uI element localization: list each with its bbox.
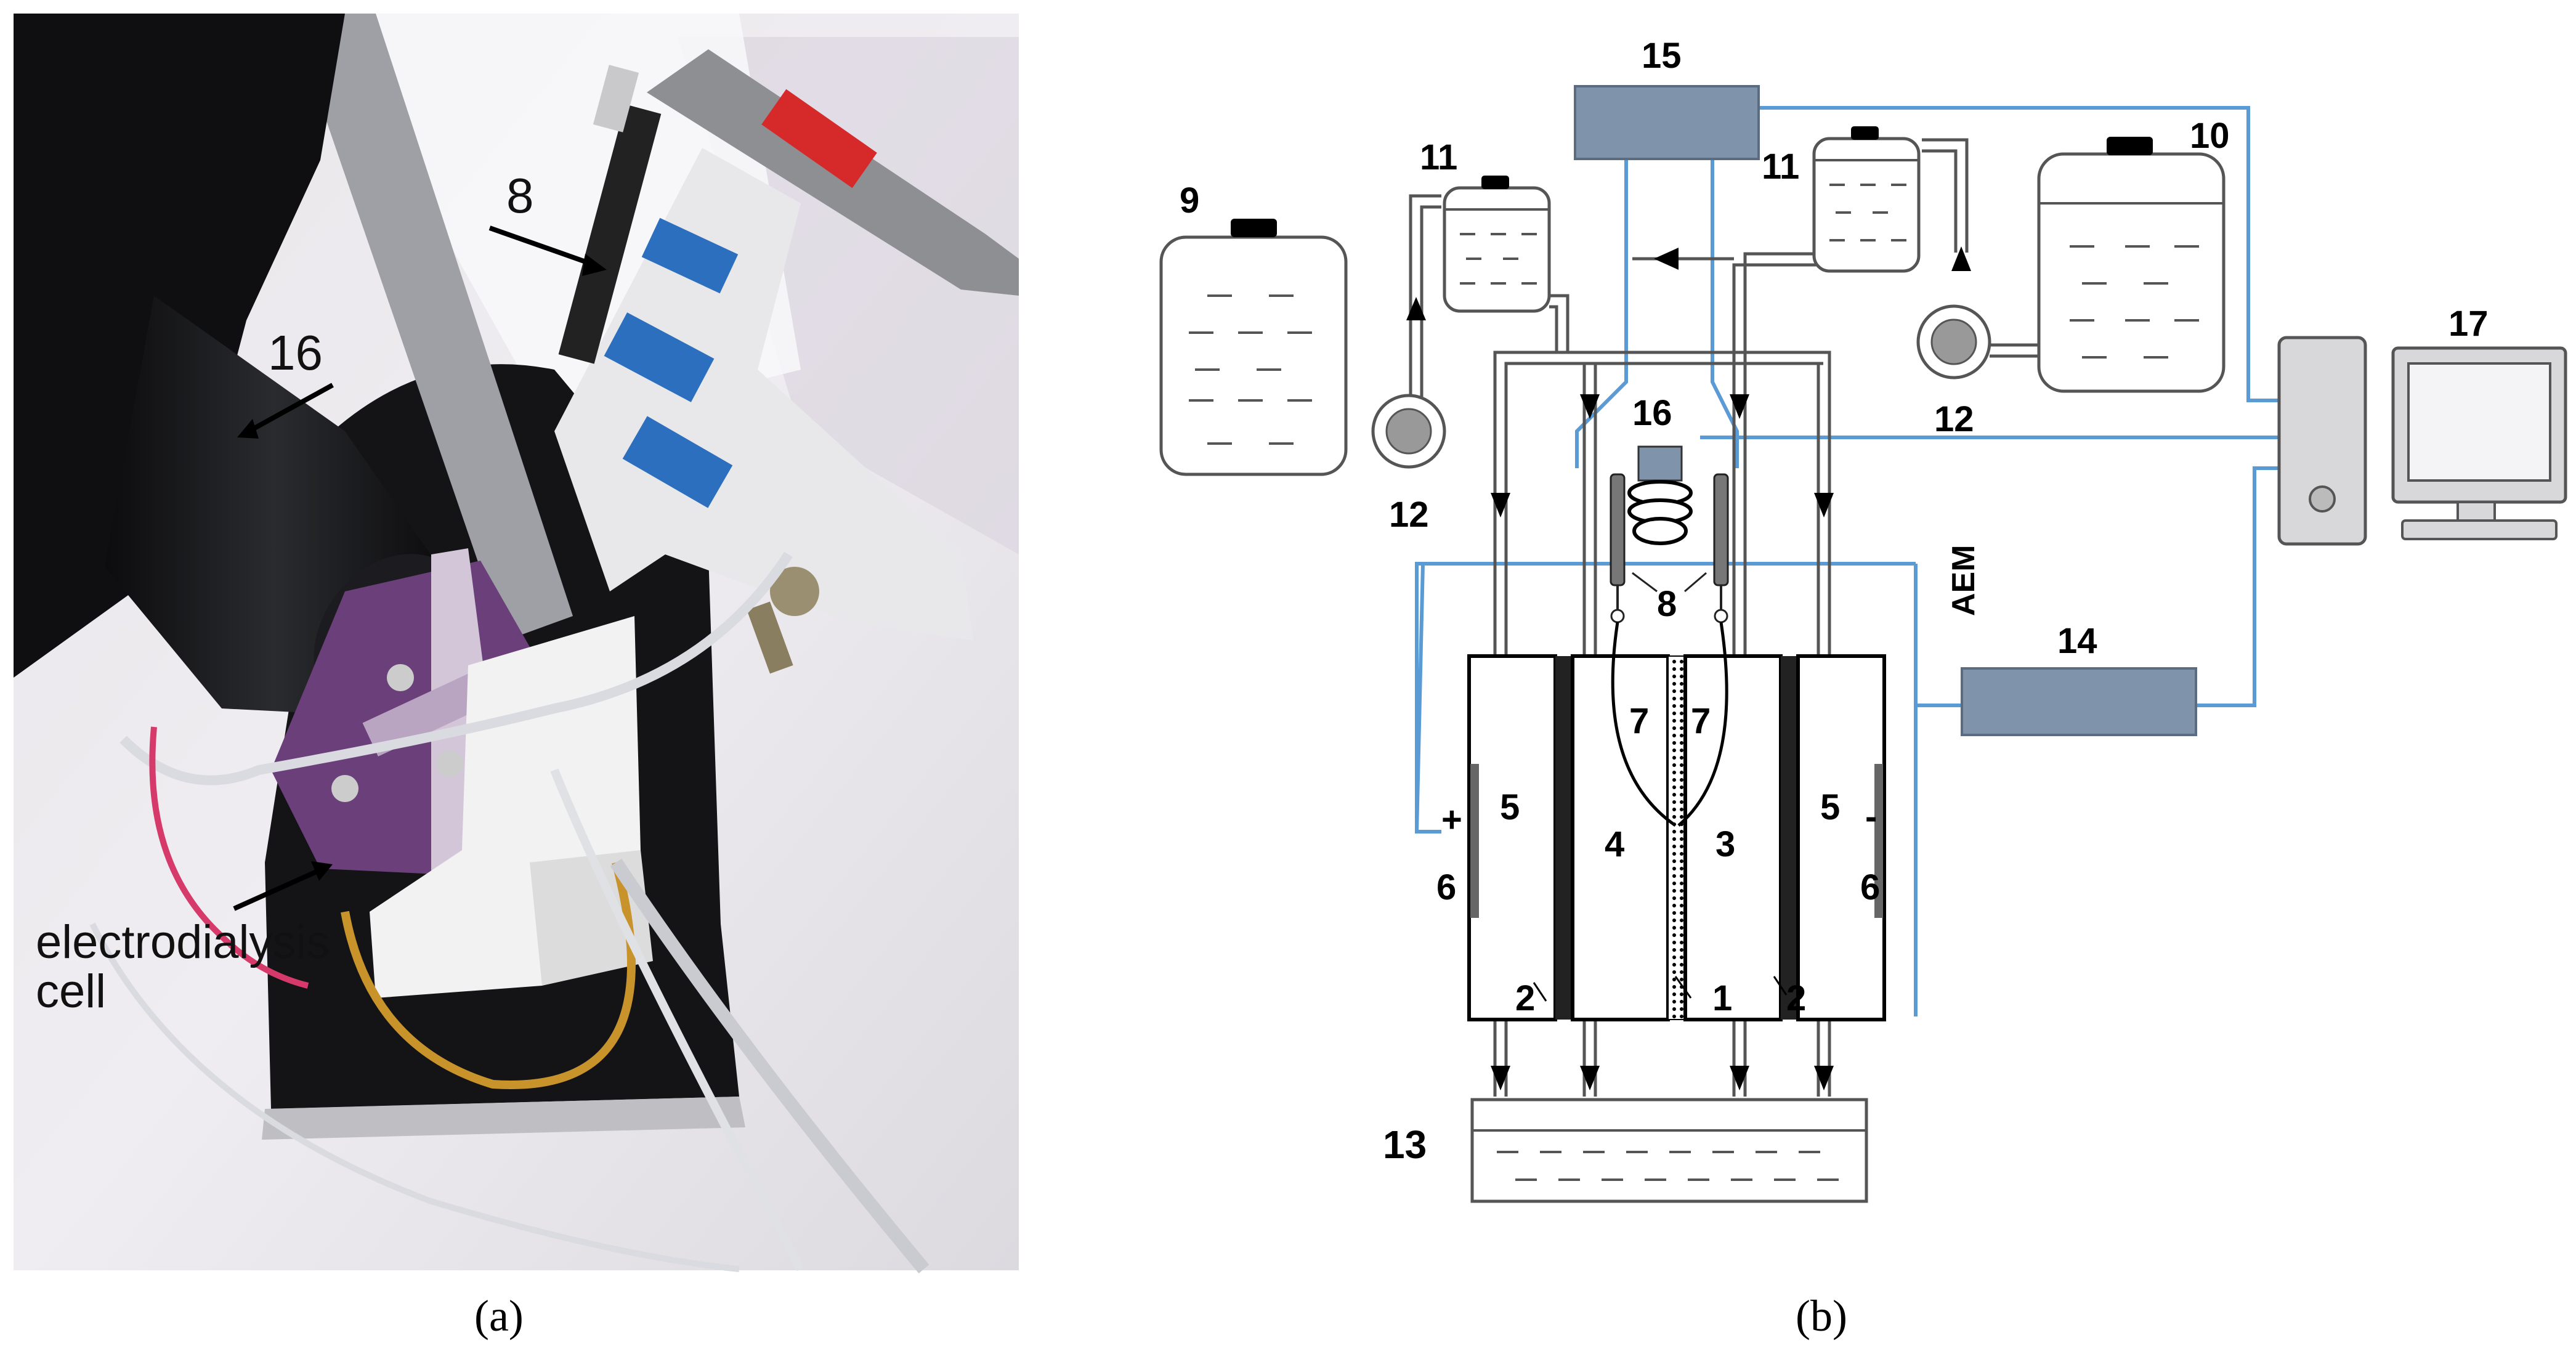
photo-arrow-8 xyxy=(488,225,596,267)
label-9: 9 xyxy=(1180,181,1199,221)
label-4: 4 xyxy=(1605,824,1624,864)
signal-wires xyxy=(1414,106,2279,1016)
plus-sign: + xyxy=(1441,800,1462,840)
electrode-6-right xyxy=(1874,764,1883,918)
membrane-label-aem: AEM xyxy=(1946,545,1982,616)
label-12-left: 12 xyxy=(1389,495,1429,535)
photo-tray-rim xyxy=(262,1097,745,1140)
tank-9: 9 xyxy=(1159,181,1348,476)
membrane-1 xyxy=(1667,655,1686,1020)
electrodialysis-cell-schematic xyxy=(1467,622,1886,1021)
label-2-right: 2 xyxy=(1786,978,1806,1018)
label-10: 10 xyxy=(2190,116,2230,156)
photo-tubing xyxy=(119,551,793,785)
power-supply-box-14 xyxy=(1961,667,2197,736)
photo-label-8: 8 xyxy=(506,168,534,223)
pump-12-right: 12 xyxy=(1916,304,1991,439)
computer-17: 17 xyxy=(2277,304,2567,546)
photo-stand-pole xyxy=(290,14,573,641)
label-15: 15 xyxy=(1642,36,1682,76)
minus-sign: - xyxy=(1865,797,1877,837)
electrode-6-left xyxy=(1470,764,1479,918)
pump-12-left: 12 xyxy=(1371,394,1446,535)
label-16: 16 xyxy=(1632,393,1672,433)
panel-b-caption: (b) xyxy=(1796,1291,1847,1341)
label-13: 13 xyxy=(1383,1122,1427,1167)
label-1: 1 xyxy=(1712,978,1732,1018)
label-17: 17 xyxy=(2448,304,2489,344)
reservoir-11-right: 11 xyxy=(1762,126,1921,273)
schematic-panel-b: 15 14 xyxy=(1159,36,2567,1203)
membrane-2-left xyxy=(1555,656,1573,1020)
label-5-right: 5 xyxy=(1820,787,1840,827)
photo-label-16: 16 xyxy=(268,325,323,380)
camera-16: 16 xyxy=(1627,393,1693,545)
photo-label-cell: cell xyxy=(36,965,106,1018)
label-5-left: 5 xyxy=(1500,787,1520,827)
compartment-left xyxy=(1467,654,1557,1021)
label-2-left: 2 xyxy=(1515,978,1535,1018)
label-8: 8 xyxy=(1657,584,1677,624)
compartment-right xyxy=(1796,654,1886,1021)
photo-reference-electrode xyxy=(558,65,662,364)
flow-arrows xyxy=(1406,246,1971,1090)
photo-arrow-cell xyxy=(233,866,325,911)
label-6-left: 6 xyxy=(1436,867,1456,907)
label-3: 3 xyxy=(1715,824,1735,864)
label-7-left: 7 xyxy=(1629,701,1649,741)
label-7-right: 7 xyxy=(1691,701,1711,741)
label-11-right: 11 xyxy=(1762,147,1799,187)
compartment-4 xyxy=(1571,654,1670,1021)
photo-clamp-holder xyxy=(554,148,973,674)
photo-label-electrodialysis: electrodialysis xyxy=(36,916,330,968)
pc-tower xyxy=(2277,336,2367,546)
panel-a-caption: (a) xyxy=(474,1291,524,1341)
tank-10: 10 xyxy=(2037,116,2230,393)
photo-arrow-16 xyxy=(242,383,334,437)
label-12-right: 12 xyxy=(1934,399,1974,439)
label-11-left: 11 xyxy=(1420,137,1457,177)
drain-tank-13: 13 xyxy=(1383,1098,1868,1203)
label-14: 14 xyxy=(2057,621,2097,661)
membrane-2-right xyxy=(1781,656,1798,1020)
photo-panel-a: 16 8 electrodialysis cell xyxy=(14,14,1019,1274)
compartment-3 xyxy=(1683,654,1783,1021)
reservoir-11-left: 11 xyxy=(1420,137,1551,313)
label-6-right: 6 xyxy=(1860,867,1880,907)
potentiostat-box-15 xyxy=(1574,85,1760,160)
reference-electrodes-8: 8 xyxy=(1610,473,1729,624)
